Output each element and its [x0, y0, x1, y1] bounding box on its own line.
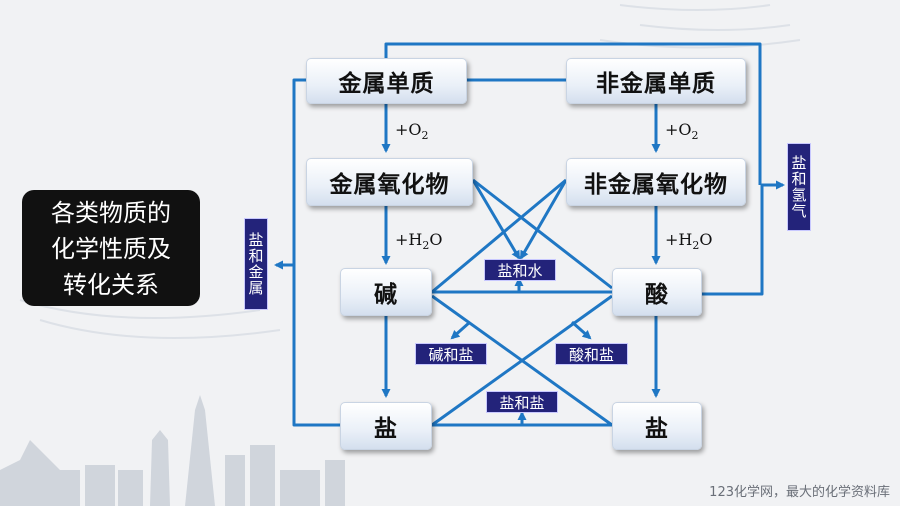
- node-base: 碱: [340, 268, 432, 316]
- tag-base-salt: 碱和盐: [415, 343, 487, 365]
- node-metal: 金属单质: [306, 58, 467, 104]
- line-left-loop: [292, 78, 340, 427]
- node-acid-label: 酸: [645, 282, 669, 308]
- arrow-to-acid-salt: [571, 320, 592, 340]
- condition-o2-left: +O2: [395, 120, 429, 143]
- background-swirl-left: [19, 299, 281, 339]
- arrow-to-base-salt: [450, 320, 471, 340]
- diagram-title: 各类物质的 化学性质及 转化关系: [22, 190, 200, 306]
- title-line-3: 转化关系: [63, 271, 159, 299]
- node-salt-right-label: 盐: [645, 416, 669, 442]
- condition-o2-right: +O2: [665, 120, 699, 143]
- line-nonmetaloxide-to-base: [431, 178, 567, 294]
- line-metaloxide-to-acid: [472, 178, 613, 290]
- tag-acid-salt: 酸和盐: [555, 343, 628, 365]
- node-metal-oxide: 金属氧化物: [306, 158, 473, 206]
- node-salt-left-label: 盐: [374, 416, 398, 442]
- node-metal-oxide-label: 金属氧化物: [329, 172, 450, 198]
- line-acid-to-salt-left: [431, 294, 613, 427]
- condition-h2o-left: +H2O: [395, 230, 443, 253]
- node-salt-right: 盐: [612, 402, 702, 450]
- arrow-to-salt-water-right: [519, 179, 568, 260]
- node-acid: 酸: [612, 268, 702, 316]
- tag-salt-salt: 盐和盐: [486, 391, 558, 413]
- node-salt-left: 盐: [340, 402, 432, 450]
- node-nonmetal-label: 非金属单质: [596, 71, 716, 97]
- node-nonmetal-oxide: 非金属氧化物: [566, 158, 746, 206]
- tag-salt-metal: 盐和金属: [244, 218, 268, 310]
- title-line-2: 化学性质及: [51, 235, 171, 263]
- tag-salt-water: 盐和水: [484, 259, 556, 281]
- line-top-loop: [384, 42, 762, 185]
- footer-watermark: 123化学网，最大的化学资料库: [709, 485, 890, 500]
- node-base-label: 碱: [374, 282, 398, 308]
- node-nonmetal-oxide-label: 非金属氧化物: [584, 172, 728, 198]
- title-line-1: 各类物质的: [51, 199, 171, 227]
- line-acid-to-salt-hydrogen: [702, 180, 785, 296]
- node-metal-label: 金属单质: [338, 71, 435, 97]
- arrow-to-salt-water-left: [471, 179, 521, 260]
- city-skyline: [0, 395, 345, 506]
- tag-salt-hydrogen: 盐和氢气: [787, 143, 811, 231]
- condition-h2o-right: +H2O: [665, 230, 713, 253]
- node-nonmetal: 非金属单质: [566, 58, 746, 104]
